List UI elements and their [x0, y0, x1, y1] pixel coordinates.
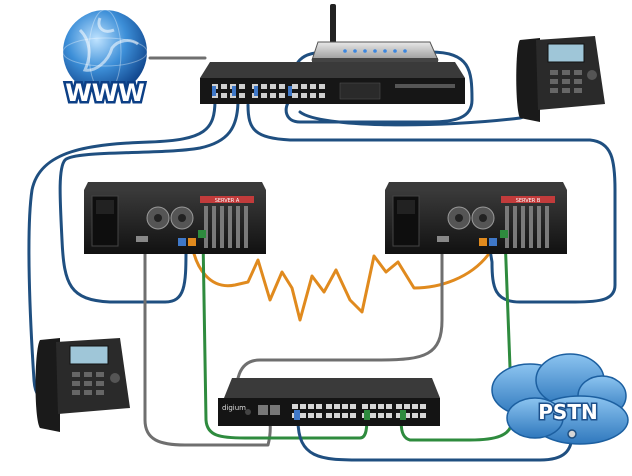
internet-globe: WWW: [62, 9, 148, 110]
cloud-icon: [491, 353, 629, 445]
server-left-badge: SERVER A: [215, 198, 240, 204]
pstn-label: PSTN: [538, 400, 597, 424]
server-right-badge: SERVER B: [516, 198, 541, 204]
appliance-brand: digium: [222, 404, 246, 412]
cable-crossover: [190, 243, 490, 322]
cable-server-loop: [246, 103, 617, 304]
cable-switch-phone-left: [27, 98, 217, 400]
ip-phone-right: [516, 36, 605, 122]
globe-icon: [63, 10, 147, 94]
cable-router-loop: [284, 50, 474, 124]
cable-appliance-pstn: [296, 418, 574, 462]
ip-phone-left: [35, 338, 130, 432]
globe-label: WWW: [65, 79, 144, 107]
pstn-cloud: PSTN: [491, 353, 629, 445]
digium-gateway: digium: [218, 378, 440, 426]
server-right: SERVER B: [385, 182, 567, 254]
cable-switch-server-left: [58, 98, 240, 304]
network-switch: [200, 62, 465, 104]
server-left: SERVER A: [84, 182, 266, 254]
cable-server-right-green: [399, 234, 514, 442]
router-antenna: [330, 4, 336, 44]
wifi-router: [311, 4, 439, 64]
